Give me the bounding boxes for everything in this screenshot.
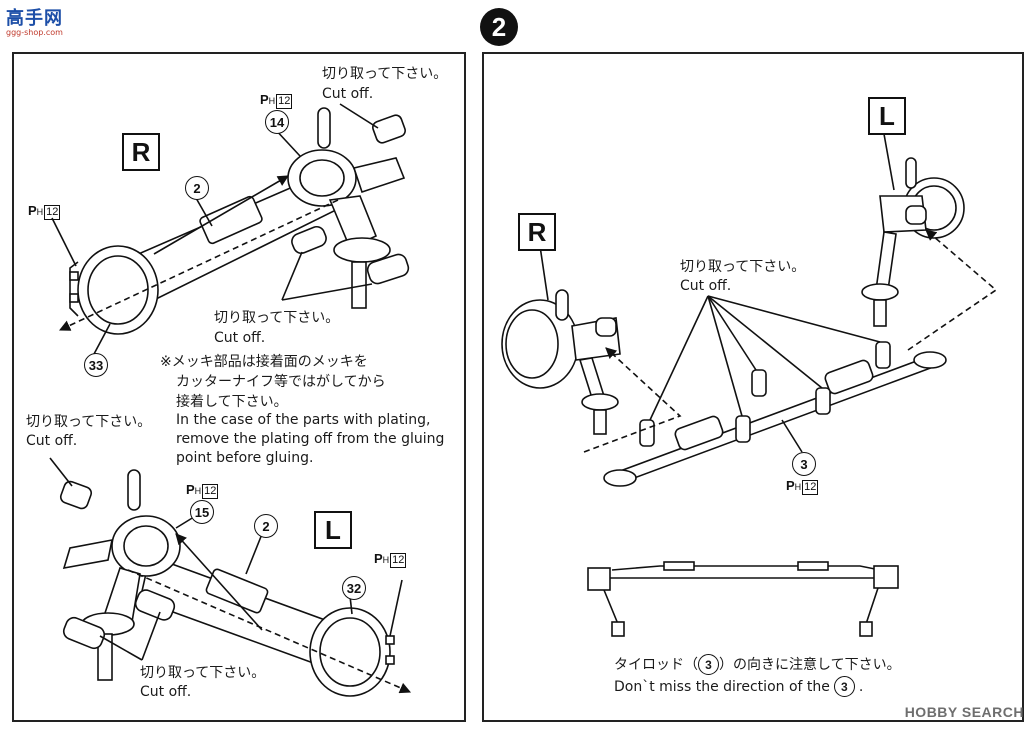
cut-off-label5-jp: 切り取って下さい。: [680, 259, 806, 275]
cut-off-label3-jp: 切り取って下さい。: [26, 414, 152, 430]
logo-subtext: ggg-shop.com: [6, 28, 63, 37]
cut-off-label5-en: Cut off.: [680, 278, 732, 294]
ph-sub: H: [268, 96, 276, 106]
step-number: 2: [491, 11, 507, 42]
tie-rod-caution-en: Don`t miss the direction of the 3 .: [614, 676, 863, 697]
ph-sub: H: [382, 555, 390, 565]
part-number-14: 14: [265, 110, 289, 134]
cut-off-label-jp: 切り取って下さい。: [322, 66, 448, 82]
cut-off-label2-jp: 切り取って下さい。: [214, 310, 340, 326]
cut-off-label4-jp: 切り取って下さい。: [140, 665, 266, 681]
ph-main: P: [786, 478, 795, 493]
plating-note-jp-3: 接着して下さい。: [176, 394, 288, 410]
side-label-r: R: [122, 133, 160, 171]
ph-main: P: [186, 482, 195, 497]
ph-sub: H: [36, 207, 44, 217]
left-knuckle-drawing: [49, 457, 412, 697]
ph-main: P: [260, 92, 269, 107]
part-number-2-bottom: 2: [254, 514, 278, 538]
side-label-r-right: R: [518, 213, 556, 251]
part-number-32: 32: [342, 576, 366, 600]
caution-jp-pre: タイロッド（: [614, 656, 698, 673]
ph-main: P: [28, 203, 37, 218]
cut-off-label4-en: Cut off.: [140, 684, 192, 700]
ph-sub: H: [194, 486, 202, 496]
watermark: HOBBY SEARCH: [904, 704, 1024, 720]
side-label-l-right: L: [868, 97, 906, 135]
plating-note-en-2: remove the plating off from the gluing: [176, 431, 445, 447]
caution-jp-post: ）の向きに注意して下さい。: [719, 656, 901, 673]
ph-sub: H: [794, 482, 802, 492]
part-number-33: 33: [84, 353, 108, 377]
caution-en-post: .: [858, 678, 864, 695]
caution-part-3-jp: 3: [698, 654, 719, 675]
caution-en-pre: Don`t miss the direction of the: [614, 678, 830, 695]
ph-num: 12: [390, 553, 407, 568]
ph-num: 12: [276, 94, 293, 109]
caution-part-3-en: 3: [833, 676, 855, 697]
logo-text: 高手网: [6, 8, 63, 29]
side-label-l: L: [314, 511, 352, 549]
side-label-l-text: L: [325, 514, 341, 545]
ph-num: 12: [202, 484, 219, 499]
site-logo: 高手网 ggg-shop.com: [6, 4, 63, 37]
tie-rod-assembly-drawing: [501, 133, 998, 637]
ph-num: 12: [802, 480, 819, 495]
ph-num: 12: [44, 205, 61, 220]
cut-off-label-en: Cut off.: [322, 86, 374, 102]
side-label-r-right-text: R: [527, 216, 547, 247]
side-label-r-text: R: [131, 136, 151, 167]
part-number-2-top: 2: [185, 176, 209, 200]
plating-note-jp-2: カッターナイフ等ではがしてから: [176, 374, 386, 390]
plating-note-jp-1: ※メッキ部品は接着面のメッキを: [160, 354, 368, 370]
tie-rod-caution-jp: タイロッド（ 3 ）の向きに注意して下さい。: [614, 654, 901, 675]
step-number-badge: 2: [480, 8, 518, 46]
cut-off-label3-en: Cut off.: [26, 433, 78, 449]
cut-off-label2-en: Cut off.: [214, 330, 266, 346]
ph-main: P: [374, 551, 383, 566]
part-number-3: 3: [792, 452, 816, 476]
plating-note-en-3: point before gluing.: [176, 450, 314, 466]
part-number-15: 15: [190, 500, 214, 524]
plating-note-en-1: In the case of the parts with plating,: [176, 412, 431, 428]
right-knuckle-drawing: [51, 103, 410, 355]
side-label-l-right-text: L: [879, 100, 895, 131]
